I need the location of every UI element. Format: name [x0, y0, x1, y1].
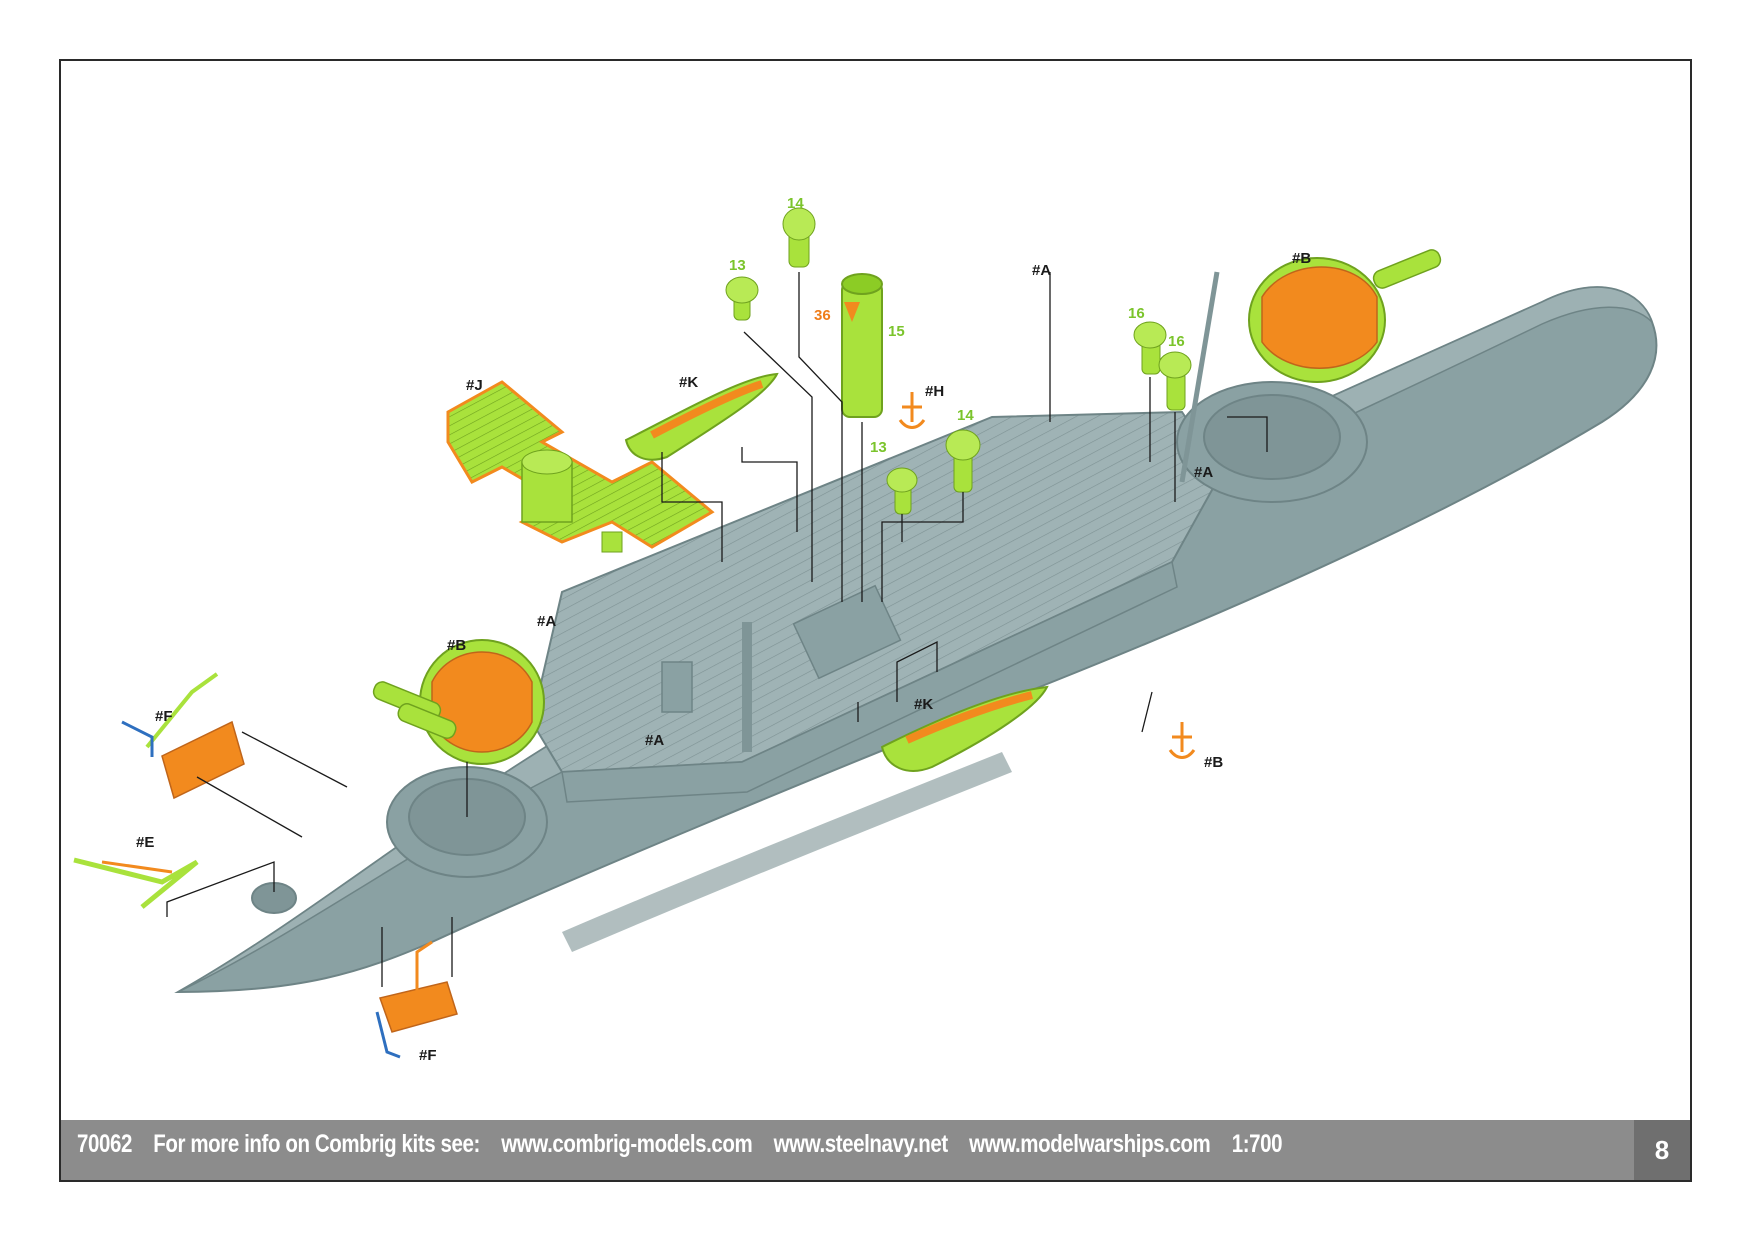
callout-part-15: 15 [888, 323, 905, 340]
link-modelwarships[interactable]: www.modelwarships.com [969, 1130, 1211, 1158]
callout-part-13-a: 13 [729, 257, 746, 274]
fore-turret-well [386, 766, 548, 878]
davit-f-upper [121, 672, 245, 800]
footer-bar: 70062 For more info on Combrig kits see: w… [61, 1120, 1690, 1180]
boat-k-upper [624, 372, 779, 461]
anchor-h [898, 392, 926, 429]
anchor-b [1168, 722, 1196, 759]
ventilator-14-b [945, 429, 981, 493]
scale-label: 1:700 [1231, 1130, 1283, 1158]
callout-sub-h: #H [925, 383, 944, 400]
callout-sub-b-1: #B [1292, 250, 1311, 267]
callout-sub-a-3: #A [537, 613, 556, 630]
info-text: For more info on Combrig kits see: [153, 1130, 480, 1158]
leader-lines [166, 272, 1268, 987]
deckhouse [661, 661, 693, 713]
callout-sub-a-1: #A [1032, 262, 1051, 279]
ventilator-13-a [725, 276, 759, 321]
callout-sub-a-2: #A [1194, 464, 1213, 481]
ventilator-16-a [1133, 321, 1167, 375]
callout-sub-a-4: #A [645, 732, 664, 749]
callout-part-14-b: 14 [957, 407, 974, 424]
aft-turret-b [1248, 249, 1442, 383]
callout-sub-f-2: #F [419, 1047, 437, 1064]
callout-part-36: 36 [814, 307, 831, 324]
ventilator-13-b [886, 467, 918, 515]
instruction-page: 14 13 36 15 16 16 14 13 #A #A #A #A #B #… [59, 59, 1692, 1182]
boat-k-lower [880, 685, 1049, 772]
ventilator-16-b [1158, 351, 1192, 411]
davit-e [73, 857, 199, 909]
fore-turret-b [372, 639, 545, 765]
flying-deck-j [446, 380, 715, 553]
funnel-15 [841, 273, 883, 418]
callout-sub-e: #E [136, 834, 154, 851]
callout-part-13-b: 13 [870, 439, 887, 456]
callout-sub-j: #J [466, 377, 483, 394]
skylight [792, 584, 902, 680]
page-number: 8 [1654, 1134, 1670, 1165]
callout-sub-b-3: #B [1204, 754, 1223, 771]
footer-text: 70062 For more info on Combrig kits see: w… [77, 1130, 1303, 1159]
callout-sub-k-2: #K [914, 696, 933, 713]
callout-sub-f-1: #F [155, 708, 173, 725]
link-combrig[interactable]: www.combrig-models.com [501, 1130, 753, 1158]
kit-number: 70062 [77, 1130, 132, 1158]
assembly-diagram: 14 13 36 15 16 16 14 13 #A #A #A #A #B #… [73, 195, 1658, 1064]
davit-f-lower [375, 940, 458, 1059]
ventilator-14-a [782, 207, 816, 268]
callout-sub-b-2: #B [447, 637, 466, 654]
link-steelnavy[interactable]: www.steelnavy.net [773, 1130, 949, 1158]
callout-sub-k-1: #K [679, 374, 698, 391]
callout-part-16-b: 16 [1168, 333, 1185, 350]
mast-stump [742, 622, 752, 752]
aft-mast [1179, 271, 1220, 483]
aft-turret-well [1176, 381, 1368, 503]
callout-part-14-a: 14 [787, 195, 804, 212]
callout-part-16-a: 16 [1128, 305, 1145, 322]
page-number-box: 8 [1634, 1120, 1690, 1180]
